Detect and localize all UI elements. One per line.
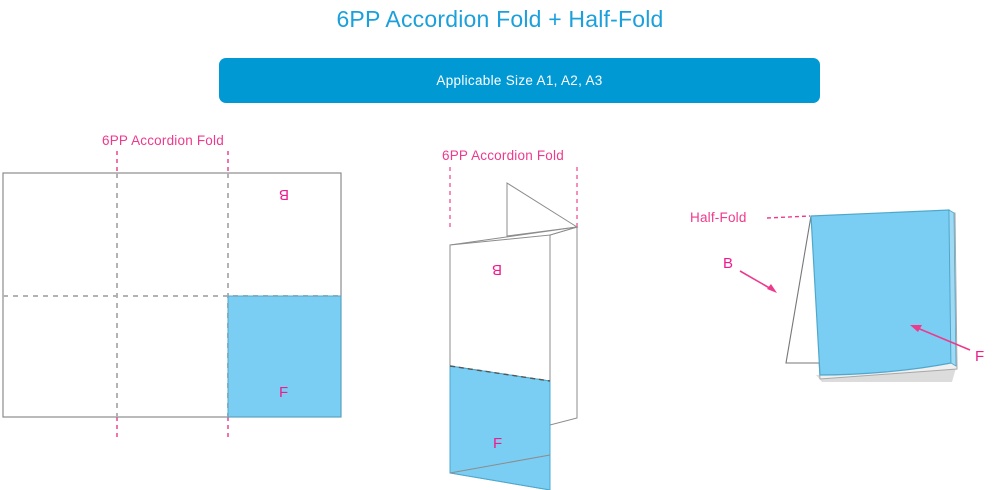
halffold-back-arrow-head <box>767 284 777 293</box>
halffold-leader-line <box>766 215 811 219</box>
halffold-label: Half-Fold <box>690 210 747 225</box>
folded-front-panel-upper <box>449 234 551 382</box>
folded-fold-label: 6PP Accordion Fold <box>442 148 564 163</box>
diagram-flat-sheet: 6PP Accordion Fold B F <box>0 125 360 445</box>
folded-front-letter: F <box>493 435 502 452</box>
folded-back-right-panel <box>549 226 578 426</box>
diagram-accordion-folded: 6PP Accordion Fold B F <box>420 135 620 490</box>
halffold-front-arrow-line <box>914 326 971 351</box>
flat-back-letter: B <box>279 186 289 203</box>
halffold-front-arrow-head <box>910 325 922 332</box>
page-title: 6PP Accordion Fold + Half-Fold <box>336 6 664 32</box>
diagram-half-fold: Half-Fold B F <box>670 185 1000 400</box>
flat-fold-label: 6PP Accordion Fold <box>102 133 224 148</box>
flat-front-panel-outline <box>227 295 342 418</box>
halffold-back-arrow-line <box>739 270 774 291</box>
halffold-front-panel-blue <box>810 209 952 376</box>
halffold-front-letter: F <box>975 348 984 365</box>
halffold-back-letter: B <box>723 255 733 272</box>
halffold-front-panel-edge <box>948 209 957 367</box>
applicable-size-banner: Applicable Size A1, A2, A3 <box>219 58 820 103</box>
folded-front-panel-lower-blue <box>449 365 551 490</box>
folded-halffold-crease <box>449 365 551 382</box>
applicable-size-label: Applicable Size A1, A2, A3 <box>436 73 603 88</box>
flat-front-letter: F <box>279 384 288 401</box>
folded-back-letter: B <box>492 261 502 278</box>
folded-base-edge <box>449 454 551 474</box>
flat-front-panel-fill <box>228 296 341 417</box>
